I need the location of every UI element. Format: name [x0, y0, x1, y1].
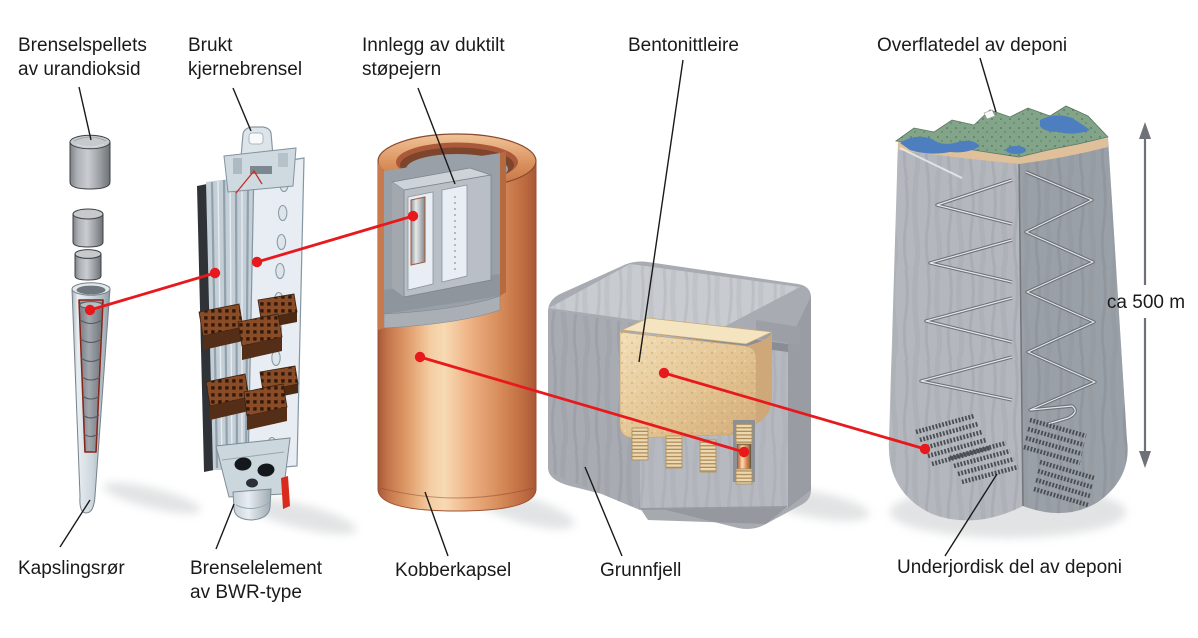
connector-capsule-to-hole	[419, 355, 745, 454]
label-bedrock: Grunnfjell	[600, 560, 682, 581]
red-connector-dot	[738, 446, 750, 458]
red-connector-dot	[84, 304, 96, 316]
red-connector-dot	[919, 443, 931, 455]
surface-facility-marker	[983, 109, 996, 120]
label-depth-scale: ca 500 m	[1106, 292, 1186, 313]
label-copper-capsule: Kobberkapsel	[395, 560, 512, 581]
label-cladding-tube: Kapslingsrør	[18, 558, 125, 579]
copper-capsule-illustration	[377, 133, 537, 512]
label-surface-part: Overflatedel av deponi	[877, 35, 1068, 56]
bentonite-clay-illustration	[619, 317, 774, 439]
leader-cladding-tube	[59, 499, 91, 548]
fuel-bundle-grid-lower	[205, 365, 299, 430]
fuel-bundle-grid-upper	[198, 293, 298, 360]
bedrock-block-illustration	[548, 261, 811, 529]
cladding-tube-illustration	[71, 282, 111, 514]
connector-pellet-to-assembly	[89, 271, 216, 312]
label-fuel-element: Brenselelement av BWR-type	[190, 558, 323, 603]
fuel-assembly-illustration	[197, 126, 305, 521]
label-bentonite: Bentonittleire	[628, 35, 739, 56]
leader-lines	[59, 57, 998, 557]
fuel-pellets-illustration	[69, 134, 111, 281]
leader-bedrock	[584, 466, 623, 557]
depth-arrow	[1139, 122, 1151, 468]
red-connector-dot	[209, 267, 221, 279]
red-connector-dot	[407, 210, 419, 222]
red-connector-dot	[414, 351, 426, 363]
connector-bentonite-to-repository	[663, 371, 926, 451]
red-connector-lines	[84, 210, 931, 458]
leader-spent-fuel	[232, 87, 252, 132]
label-spent-fuel: Brukt kjernebrensel	[188, 35, 303, 80]
leader-pellets	[78, 86, 92, 141]
connector-assembly-to-capsule	[256, 214, 414, 264]
label-underground-part: Underjordisk del av deponi	[897, 557, 1122, 578]
leader-fuel-element	[215, 503, 235, 550]
leader-copper-capsule	[424, 491, 449, 557]
leader-cast-iron-insert	[417, 87, 456, 185]
label-fuel-pellets: Brenselspellets av urandioksid	[18, 35, 147, 80]
leader-surface-part	[979, 57, 997, 113]
label-cast-iron-insert: Innlegg av duktilt støpejern	[362, 35, 505, 80]
red-connector-dot	[251, 256, 263, 268]
surface-landscape	[894, 105, 1109, 179]
red-connector-dot	[658, 367, 670, 379]
cast-iron-insert-cutaway	[378, 151, 506, 330]
repository-tower-illustration	[888, 105, 1128, 521]
spiral-ramp	[919, 170, 1097, 426]
leader-bentonite	[638, 59, 684, 363]
deposition-tunnels	[915, 413, 1095, 508]
leader-underground-part	[944, 473, 998, 557]
